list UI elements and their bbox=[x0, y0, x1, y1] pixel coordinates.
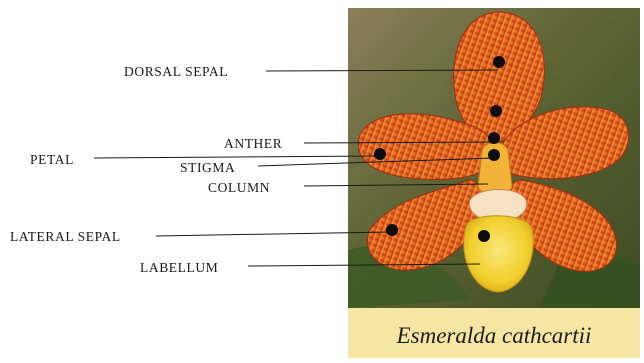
marker-dot-lateral-sepal bbox=[386, 224, 398, 236]
label-column: COLUMN bbox=[208, 180, 270, 195]
marker-dot-dorsal-sepal bbox=[493, 56, 505, 68]
label-labellum: LABELLUM bbox=[140, 260, 218, 275]
marker-dot-anther bbox=[488, 132, 500, 144]
label-dorsal-sepal: DORSAL SEPAL bbox=[124, 64, 228, 79]
label-anther: ANTHER bbox=[224, 136, 282, 151]
species-caption: Esmeralda cathcartii bbox=[396, 323, 592, 348]
leader-line-petal bbox=[94, 156, 380, 158]
marker-dot-dorsal-sepal-lower bbox=[490, 105, 502, 117]
label-stigma: STIGMA bbox=[180, 160, 235, 175]
marker-dot-labellum bbox=[478, 230, 490, 242]
label-lateral-sepal: LATERAL SEPAL bbox=[10, 229, 121, 244]
marker-dot-petal bbox=[374, 148, 386, 160]
marker-dot-stigma bbox=[488, 149, 500, 161]
label-petal: PETAL bbox=[30, 152, 74, 167]
